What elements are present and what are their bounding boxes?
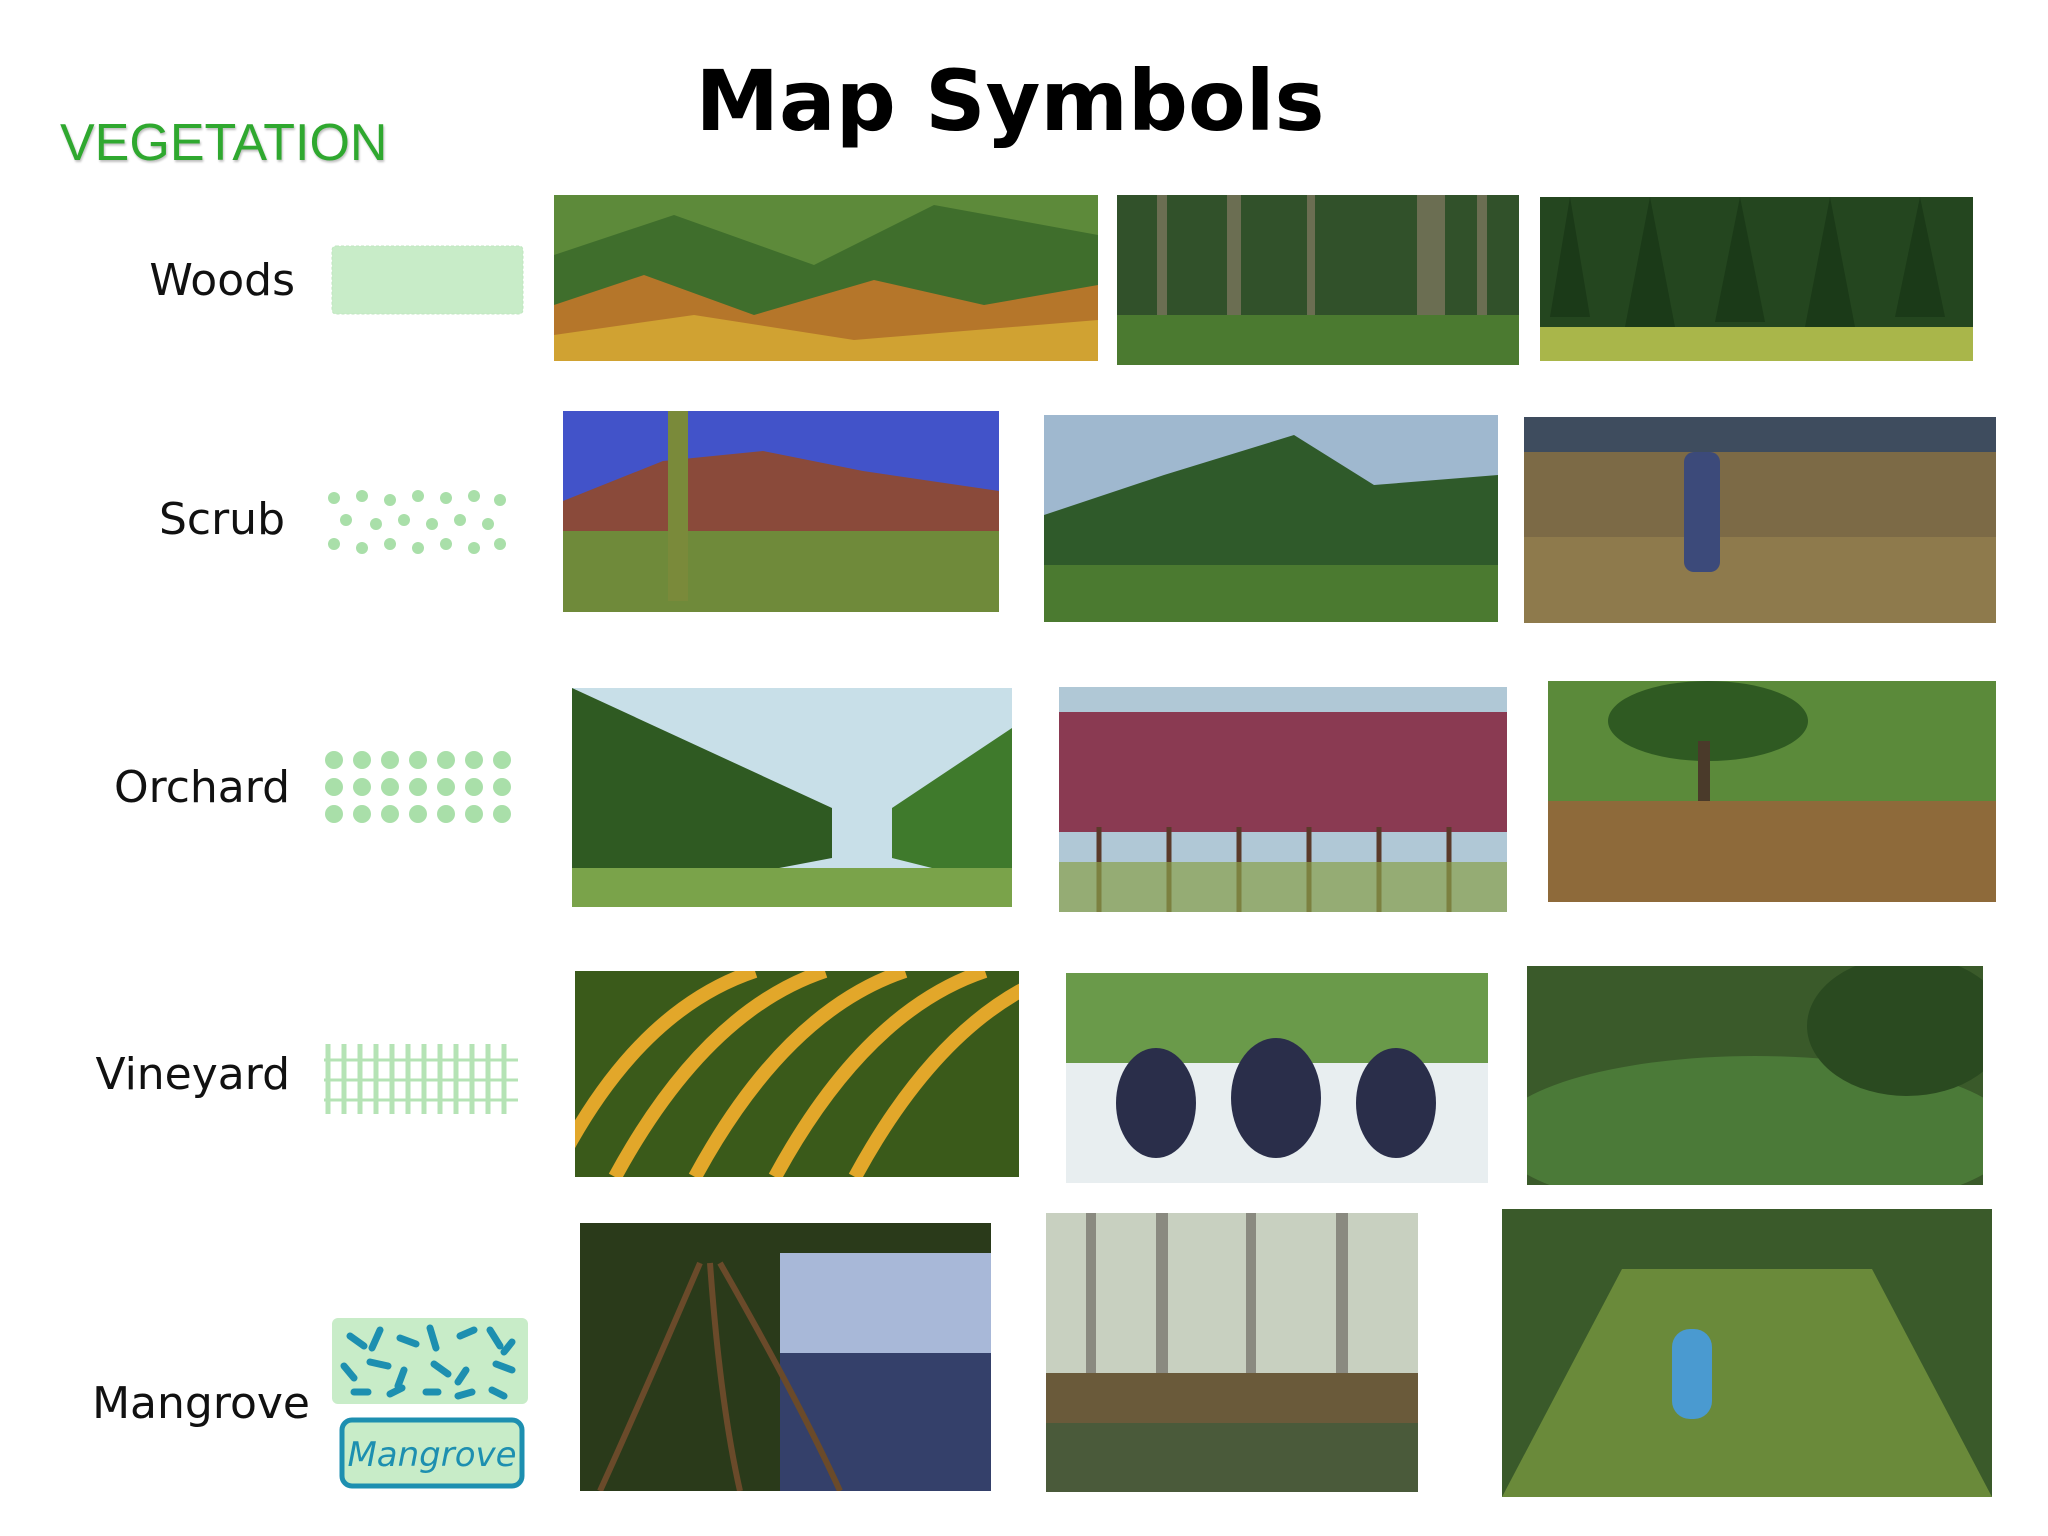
woods-photo-3 <box>1540 197 1973 361</box>
orchard-photo-3 <box>1548 681 1996 902</box>
mangrove-symbol: Mangrove <box>330 1316 530 1491</box>
orchard-photo-2 <box>1059 687 1507 912</box>
scrub-symbol <box>322 486 512 566</box>
mangrove-photo-1 <box>580 1223 991 1491</box>
row-label-scrub: Scrub <box>158 494 285 545</box>
woods-photo-2 <box>1117 195 1519 365</box>
page-title: Map Symbols <box>695 52 1325 150</box>
scrub-photo-1 <box>563 411 999 612</box>
woods-symbol <box>330 244 525 316</box>
section-heading: VEGETATION <box>60 114 388 172</box>
orchard-photo-1 <box>572 688 1012 907</box>
mangrove-photo-3 <box>1502 1209 1992 1497</box>
orchard-symbol <box>322 748 522 826</box>
woods-photo-1 <box>554 195 1098 361</box>
row-label-orchard: Orchard <box>113 762 290 813</box>
mangrove-photo-2 <box>1046 1213 1418 1492</box>
scrub-photo-2 <box>1044 415 1498 622</box>
vineyard-photo-1 <box>575 971 1019 1177</box>
row-label-mangrove: Mangrove <box>92 1378 310 1429</box>
row-label-vineyard: Vineyard <box>95 1049 290 1100</box>
vineyard-symbol <box>322 1040 520 1118</box>
mangrove-symbol-text: Mangrove <box>347 1435 516 1475</box>
vineyard-photo-2 <box>1066 973 1488 1183</box>
vineyard-photo-3 <box>1527 966 1983 1185</box>
scrub-photo-3 <box>1524 417 1996 623</box>
row-label-woods: Woods <box>149 255 295 306</box>
